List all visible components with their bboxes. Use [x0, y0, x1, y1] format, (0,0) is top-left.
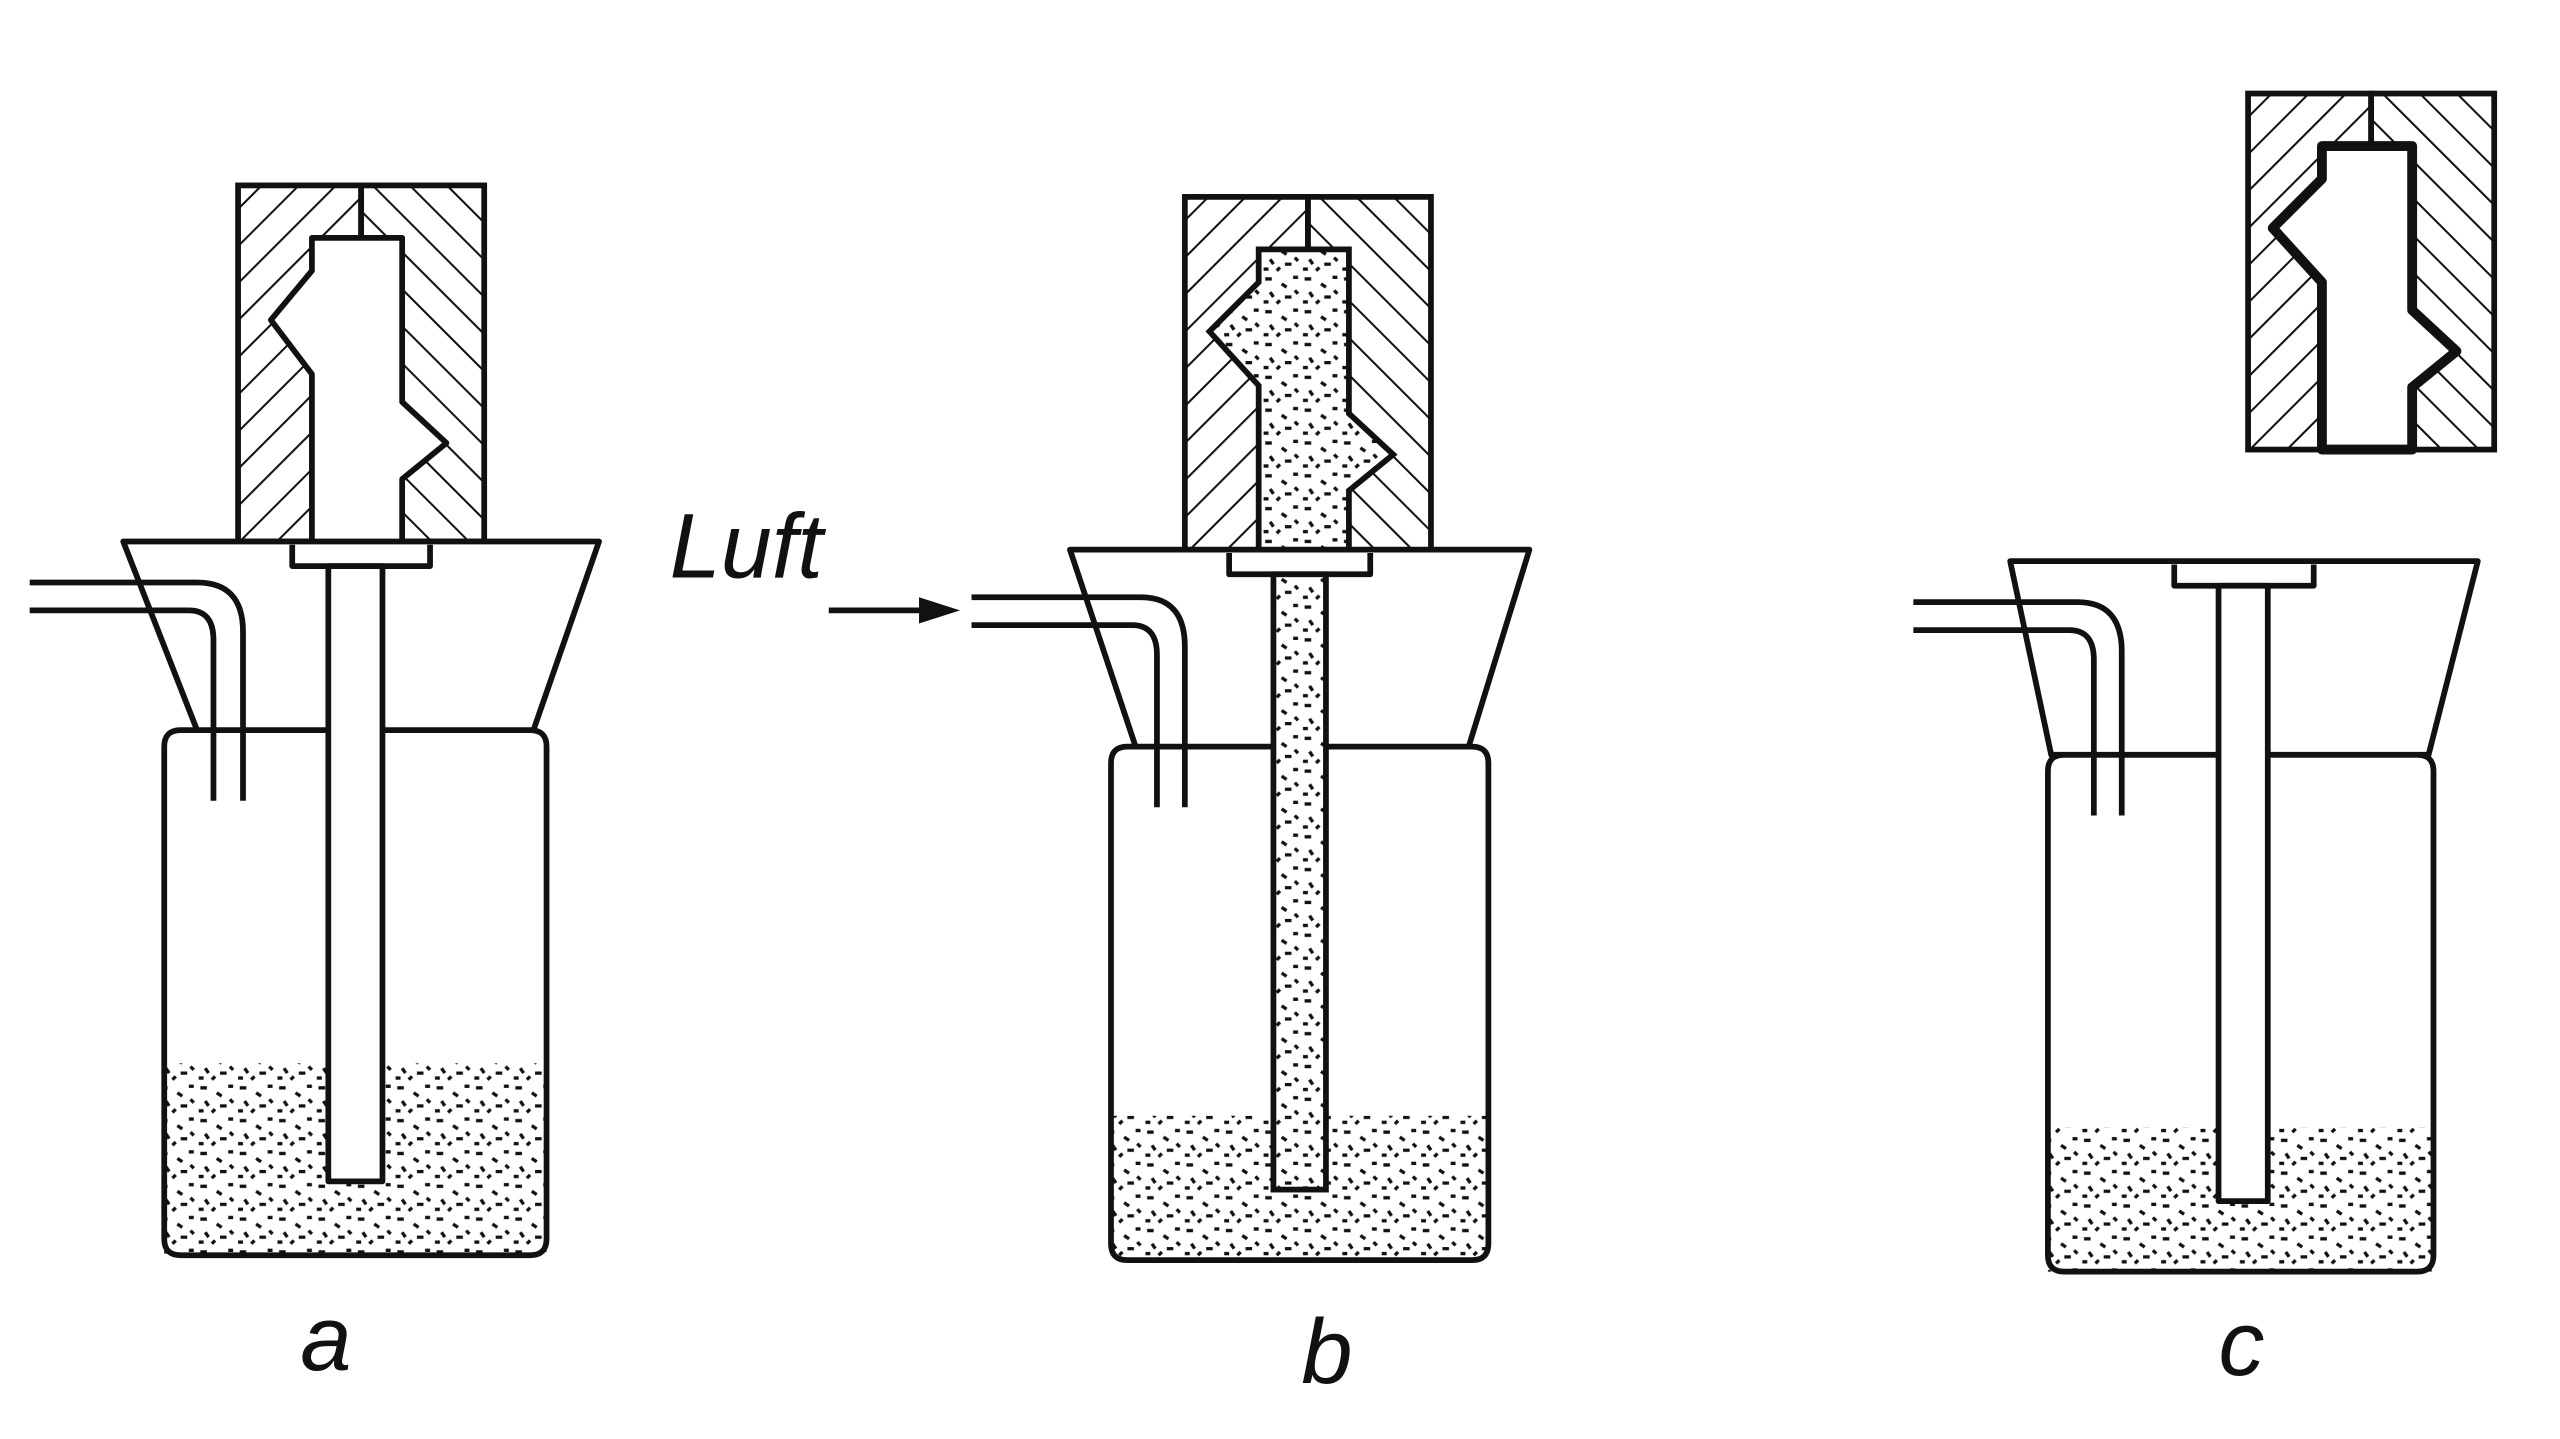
air-label: Luft [670, 496, 827, 598]
panel-c [1913, 558, 2481, 1275]
panel-label-c: c [2219, 1293, 2265, 1395]
riser-tube [325, 563, 386, 1185]
riser-tube [2215, 582, 2271, 1204]
panel-label-a: a [300, 1288, 351, 1390]
air-pipe [1913, 599, 2125, 816]
panel-label-b: b [1301, 1301, 1352, 1403]
jar [1108, 743, 1492, 1264]
riser-tube-filled [1270, 571, 1329, 1193]
mold-cavity-with-shell [2267, 141, 2462, 455]
jar [161, 727, 550, 1259]
air-arrow-icon [828, 597, 961, 624]
air-pipe [971, 594, 1188, 808]
mold-cavity [268, 235, 450, 548]
air-pipe [29, 579, 246, 801]
mold-cavity-filled [1205, 246, 1398, 560]
panel-c-mold [2245, 90, 2498, 455]
panel-b [971, 194, 1533, 1264]
panel-a [29, 182, 602, 1259]
